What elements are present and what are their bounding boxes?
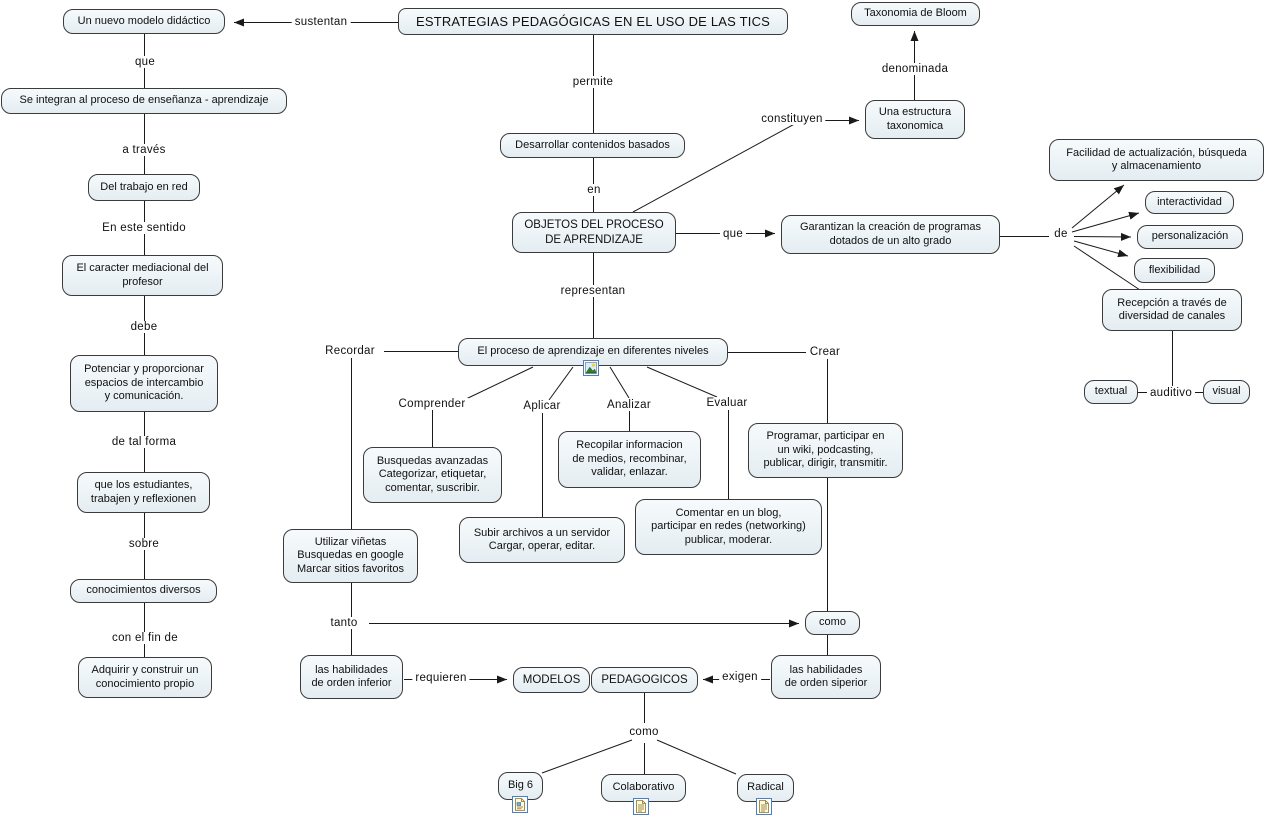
node-interactividad[interactable]: interactividad	[1145, 191, 1234, 214]
link-label-sobre[interactable]: sobre	[125, 538, 163, 550]
link-label-constituyen[interactable]: constituyen	[758, 113, 826, 125]
node-recopilar[interactable]: Recopilar informacion de medios, recombi…	[558, 431, 701, 488]
link-label-de[interactable]: de	[1051, 228, 1071, 240]
node-adquirir[interactable]: Adquirir y construir un conocimiento pro…	[78, 657, 212, 698]
link-label-debe[interactable]: debe	[127, 321, 161, 333]
node-potenciar[interactable]: Potenciar y proporcionar espacios de int…	[70, 355, 218, 412]
node-modelos[interactable]: MODELOS	[513, 667, 590, 693]
node-radical[interactable]: Radical	[737, 774, 794, 802]
node-big6[interactable]: Big 6	[498, 772, 543, 800]
node-titulo[interactable]: ESTRATEGIAS PEDAGÓGICAS EN EL USO DE LAS…	[398, 8, 788, 35]
link-label-denominada[interactable]: denominada	[878, 63, 952, 75]
node-textual[interactable]: textual	[1084, 380, 1138, 404]
node-como[interactable]: como	[805, 611, 860, 635]
node-garantizan[interactable]: Garantizan la creación de programas dota…	[781, 215, 1000, 254]
link-label-aplicar[interactable]: Aplicar	[520, 400, 564, 412]
link-label-tanto[interactable]: tanto	[327, 617, 361, 629]
link-label-que-der[interactable]: que	[719, 228, 747, 240]
link-label-como-abajo[interactable]: como	[626, 726, 662, 738]
node-busquedas-avanzadas[interactable]: Busquedas avanzadas Categorizar, etiquet…	[363, 447, 502, 503]
node-visual[interactable]: visual	[1203, 380, 1250, 404]
link-label-analizar[interactable]: Analizar	[604, 399, 654, 411]
link-label-requieren[interactable]: requieren	[412, 672, 470, 684]
node-programar[interactable]: Programar, participar en un wiki, podcas…	[748, 423, 903, 478]
document-icon[interactable]	[756, 798, 772, 815]
link-label-sustentan[interactable]: sustentan	[291, 16, 351, 28]
link-label-auditivo[interactable]: auditivo	[1146, 387, 1196, 399]
node-se-integran[interactable]: Se integran al proceso de enseñanza - ap…	[1, 88, 287, 114]
document-image-icon[interactable]	[512, 796, 528, 813]
node-habilidades-superior[interactable]: las habilidades de orden siperior	[771, 655, 881, 699]
node-habilidades-inferior[interactable]: las habilidades de orden inferior	[300, 655, 403, 699]
node-desarrollar[interactable]: Desarrollar contenidos basados	[500, 133, 685, 158]
node-trabajo-red[interactable]: Del trabajo en red	[88, 174, 200, 201]
node-conocimientos[interactable]: conocimientos diversos	[70, 579, 217, 603]
node-colaborativo[interactable]: Colaborativo	[601, 774, 686, 802]
node-flexibilidad[interactable]: flexibilidad	[1134, 258, 1215, 283]
link-label-recordar[interactable]: Recordar	[322, 345, 378, 357]
node-personalizacion[interactable]: personalización	[1137, 225, 1243, 249]
link-label-crear[interactable]: Crear	[806, 346, 844, 358]
link-label-exigen[interactable]: exigen	[719, 671, 761, 683]
node-taxonomia-bloom[interactable]: Taxonomia de Bloom	[851, 2, 980, 26]
link-label-a-traves[interactable]: a través	[119, 144, 169, 156]
node-recepcion[interactable]: Recepción a través de diversidad de cana…	[1102, 289, 1242, 331]
link-label-que-izq[interactable]: que	[131, 56, 159, 68]
node-nuevo-modelo[interactable]: Un nuevo modelo didáctico	[63, 9, 225, 34]
node-estructura-taxonomica[interactable]: Una estructura taxonomica	[865, 100, 965, 139]
link-label-evaluar[interactable]: Evaluar	[703, 397, 751, 409]
document-icon[interactable]	[633, 798, 649, 815]
link-label-con-el-fin-de[interactable]: con el fin de	[109, 632, 181, 644]
link-label-representan[interactable]: representan	[557, 285, 629, 297]
node-facilidad[interactable]: Facilidad de actualización, búsqueda y a…	[1049, 139, 1264, 181]
link-label-comprender[interactable]: Comprender	[395, 398, 469, 410]
node-caracter-mediacional[interactable]: El caracter mediacional del profesor	[62, 255, 223, 296]
node-objetos[interactable]: OBJETOS DEL PROCESO DE APRENDIZAJE	[512, 212, 676, 253]
link-label-en-este-sentido[interactable]: En este sentido	[99, 222, 189, 234]
node-comentar-blog[interactable]: Comentar en un blog, participar en redes…	[635, 499, 822, 555]
image-icon[interactable]	[583, 360, 599, 377]
link-label-de-tal-forma[interactable]: de tal forma	[108, 436, 180, 448]
link-label-en[interactable]: en	[584, 184, 604, 196]
node-subir-archivos[interactable]: Subir archivos a un servidor Cargar, ope…	[459, 517, 625, 563]
node-utilizar-vinetas[interactable]: Utilizar viñetas Busquedas en google Mar…	[283, 529, 418, 583]
node-estudiantes[interactable]: que los estudiantes, trabajen y reflexio…	[77, 472, 210, 513]
node-pedagogicos[interactable]: PEDAGOGICOS	[591, 667, 698, 693]
link-label-permite[interactable]: permite	[569, 76, 617, 88]
